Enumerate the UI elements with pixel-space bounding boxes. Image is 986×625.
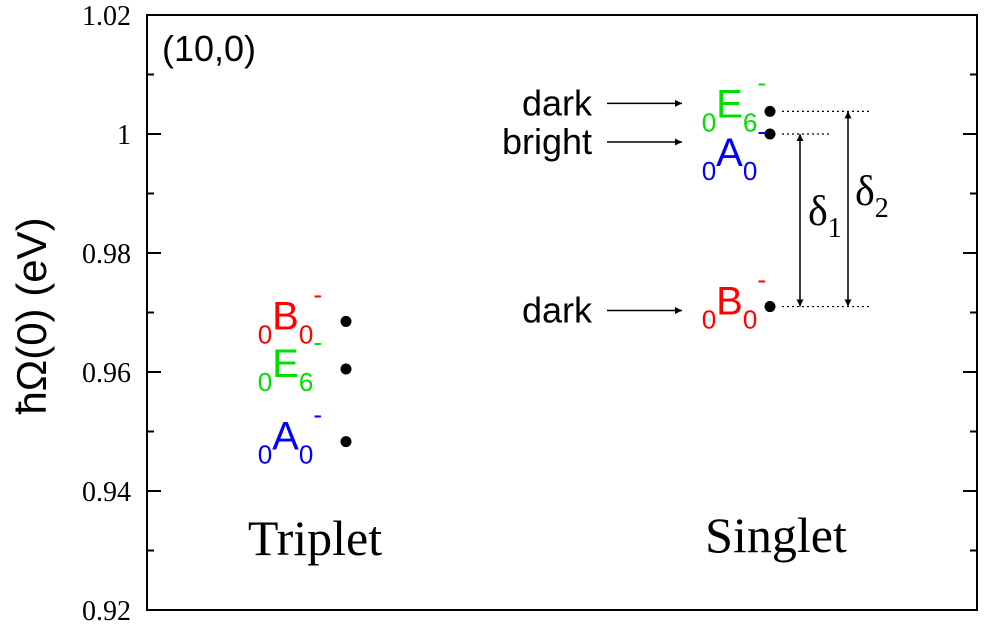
y-tick-label: 1.02 [82, 1, 131, 32]
state-label: 0B0- [258, 279, 322, 349]
state-label: 0A0- [702, 116, 766, 186]
group-label-singlet: Singlet [705, 507, 847, 563]
y-tick-label: 0.96 [82, 358, 131, 389]
annotation-dark: dark [522, 82, 593, 123]
data-point [340, 315, 352, 327]
annotation-bright: bright [502, 121, 592, 162]
y-tick-label: 1 [117, 120, 131, 151]
gap-label: δ2 [855, 169, 889, 224]
y-tick-label: 0.92 [82, 596, 131, 625]
y-axis-ticks: 0.92 0.94 0.96 0.98 1 1.02 [82, 1, 977, 625]
group-label-triplet: Triplet [248, 510, 382, 566]
data-point [764, 301, 776, 313]
state-label: 0B0- [702, 265, 766, 335]
state-label: 0E6- [258, 327, 322, 397]
data-point [764, 128, 776, 140]
state-label: 0A0- [258, 400, 322, 470]
data-point [764, 105, 776, 117]
data-marks: 0B0-0E6-0A0-0E6-dark0A0-bright0B0-darkδ1… [258, 67, 889, 469]
y-tick-label: 0.94 [82, 477, 131, 508]
data-point [340, 363, 352, 375]
gap-label: δ1 [808, 189, 842, 244]
state-label: 0E6- [702, 67, 766, 137]
y-tick-label: 0.98 [82, 239, 131, 270]
panel-label: (10,0) [162, 28, 256, 69]
y-axis-label: ħΩ(0) (eV) [8, 217, 55, 414]
data-point [340, 436, 352, 448]
annotation-dark: dark [522, 290, 593, 331]
